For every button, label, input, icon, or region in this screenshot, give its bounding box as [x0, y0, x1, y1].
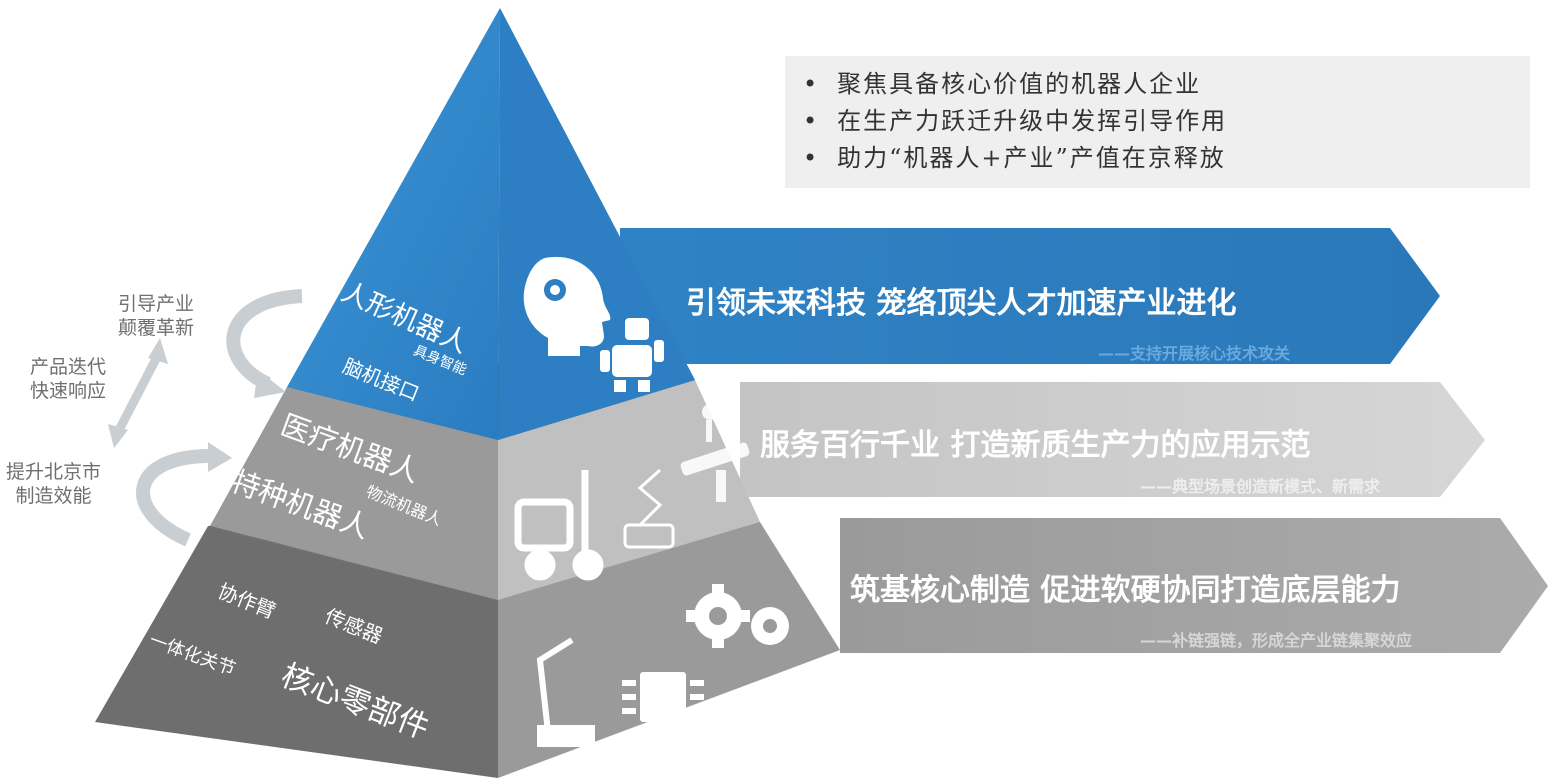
double-arrow-line — [114, 352, 162, 435]
tier-bottom-side — [498, 522, 840, 778]
forklift-icon — [514, 470, 604, 581]
band-top-arrow — [620, 228, 1440, 364]
left-label-bot-line2: 制造效能 — [15, 485, 92, 507]
band-middle-arrow — [740, 382, 1485, 497]
robot-icon — [600, 318, 664, 392]
tier-top-front — [287, 8, 500, 440]
left-label-mid-line1: 产品迭代 — [30, 356, 107, 378]
medical-bed-icon — [680, 404, 750, 502]
bullet-item: 助力“机器人+产业”产值在京释放 — [803, 140, 1530, 177]
band-bottom-subtitle: ——补链强链，形成全产业链集聚效应 — [1140, 631, 1413, 650]
band-middle-subtitle: ——典型场景创造新模式、新需求 — [1140, 477, 1381, 496]
curve-arrow-bottom-head — [208, 442, 232, 472]
left-label-top-line2: 颠覆革新 — [118, 317, 195, 339]
gears-icon — [686, 584, 789, 648]
left-label-bot-line1: 提升北京市 — [6, 461, 102, 483]
band-top-title: 引领未来科技 笼络顶尖人才加速产业进化 — [686, 286, 1237, 321]
left-label-top: 引导产业 颠覆革新 — [118, 292, 194, 340]
bullet-box: 聚焦具备核心价值的机器人企业 在生产力跃迁升级中发挥引导作用 助力“机器人+产业… — [785, 56, 1530, 188]
band-middle-title: 服务百行千业 打造新质生产力的应用示范 — [760, 428, 1311, 463]
band-top-subtitle: ——支持开展核心技术攻关 — [1098, 344, 1291, 363]
band-bottom-arrow — [840, 518, 1548, 653]
curve-arrow-top — [226, 289, 303, 391]
left-label-middle: 产品迭代 快速响应 — [30, 355, 106, 403]
chip-icon — [622, 672, 704, 722]
bullet-item: 聚焦具备核心价值的机器人企业 — [803, 66, 1530, 103]
bullet-item: 在生产力跃迁升级中发挥引导作用 — [803, 103, 1530, 140]
left-label-top-line1: 引导产业 — [118, 293, 195, 315]
band-bottom-title: 筑基核心制造 促进软硬协同打造底层能力 — [850, 573, 1401, 608]
industrial-arm-icon — [536, 637, 595, 747]
curve-arrow-bottom — [136, 448, 213, 547]
double-arrow-head-bottom — [108, 424, 128, 448]
brain-gear-icon — [523, 256, 611, 356]
double-arrow-head-top — [148, 338, 168, 364]
tier-bottom-front — [95, 526, 498, 778]
tier-middle-front — [210, 387, 498, 600]
curve-arrow-top-head — [254, 370, 286, 398]
tier-top-side — [498, 8, 695, 440]
lift-cart-icon — [623, 468, 675, 549]
left-label-mid-line2: 快速响应 — [30, 380, 107, 402]
left-label-bottom: 提升北京市 制造效能 — [6, 460, 101, 508]
